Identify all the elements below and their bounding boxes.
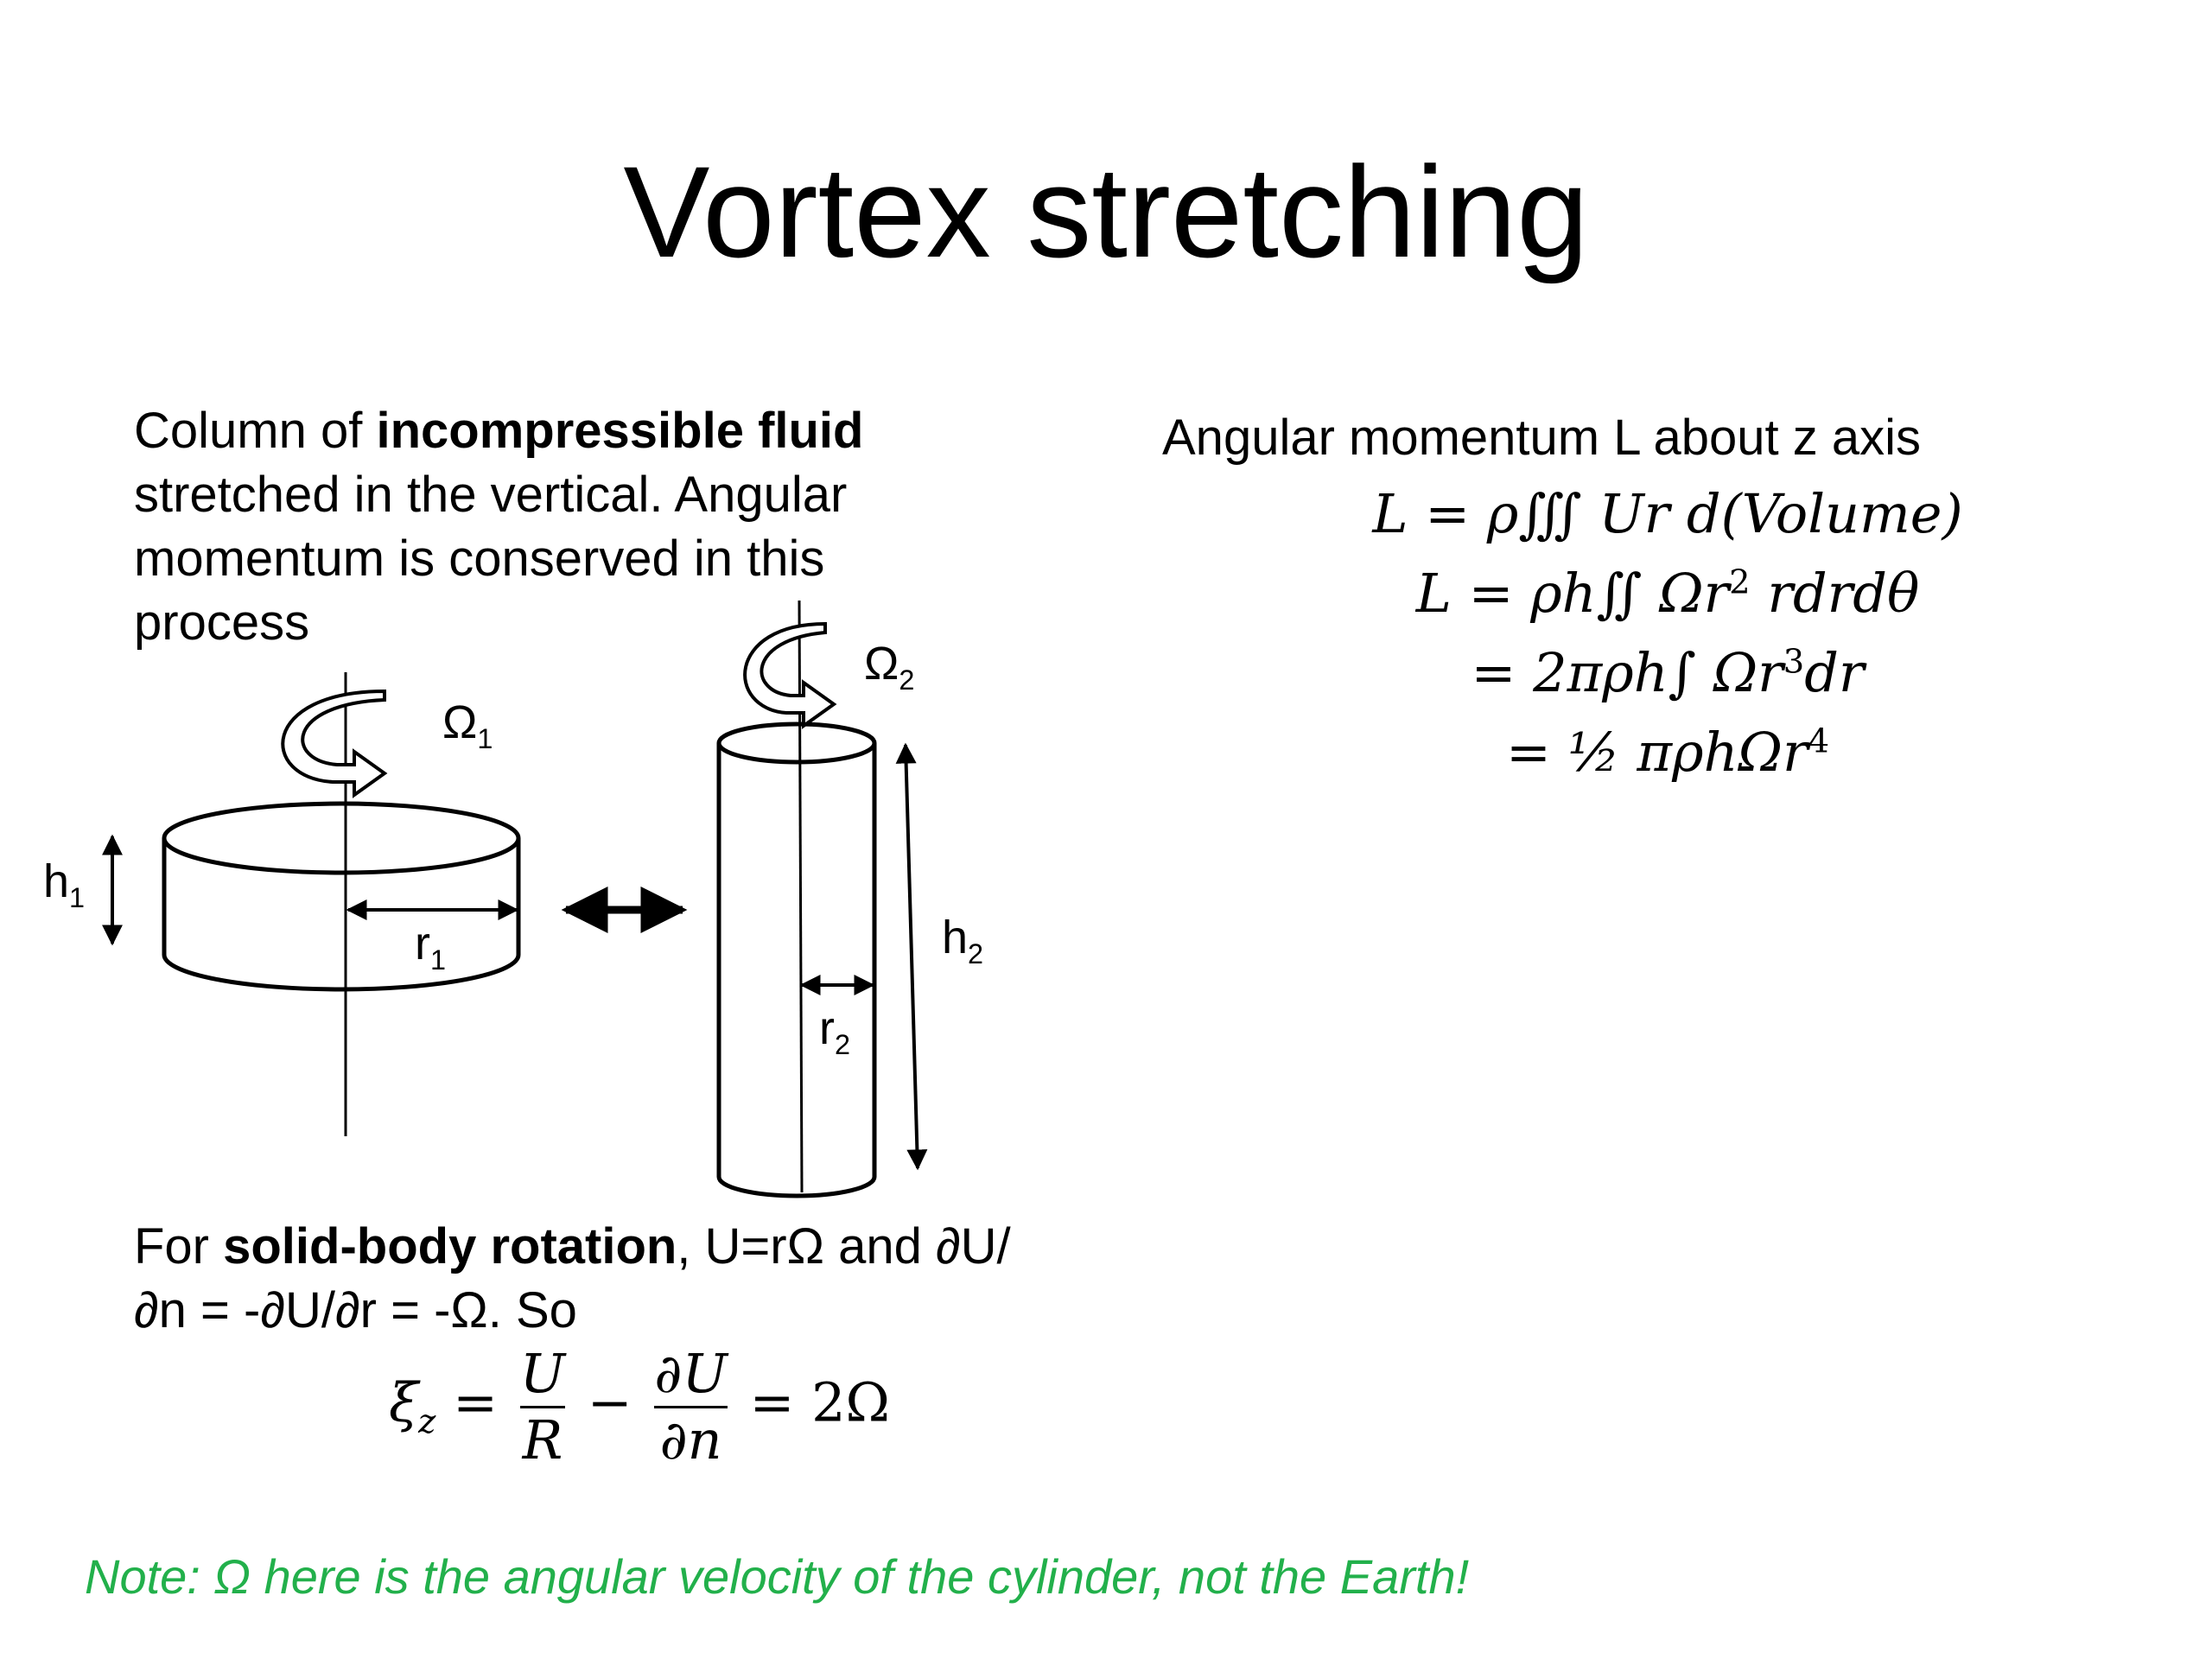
equation-1-text: L = ρ∭ Ur d(Volume) — [1372, 482, 1963, 545]
fraction-du-dn: ∂U∂n — [654, 1342, 728, 1471]
solid-body-bold: solid-body rotation — [223, 1218, 677, 1274]
h1-symbol: h — [43, 855, 70, 907]
h2-arrow — [895, 742, 928, 1171]
intro-text-1: Column of — [134, 403, 377, 459]
equation-4-main: = ½ πρhΩr — [1505, 721, 1808, 784]
equation-3-main: = 2πρh∫ Ωr — [1471, 641, 1783, 704]
xi-sub: z — [418, 1402, 436, 1442]
r1-symbol: r — [415, 918, 430, 969]
intro-paragraph: Column of incompressible fluid stretched… — [134, 399, 998, 655]
h2-symbol: h — [942, 912, 969, 963]
equation-4-exp: 4 — [1808, 721, 1830, 761]
r2-label: r2 — [819, 1002, 850, 1058]
r2-symbol: r — [819, 1002, 835, 1054]
frac1-denominator: R — [522, 1408, 563, 1471]
equation-3-tail: dr — [1804, 641, 1865, 704]
equation-3: = 2πρh∫ Ωr3dr — [1313, 639, 2022, 718]
h1-sub: 1 — [69, 881, 86, 913]
equation-2: L = ρh∬ Ωr2 rdrdθ — [1313, 559, 2022, 639]
frac1-bar — [519, 1406, 566, 1408]
solid-body-text-2: , U=rΩ and ∂U/∂n = -∂U/∂r = -Ω. So — [134, 1218, 1011, 1338]
frac2-denominator: ∂n — [659, 1408, 722, 1471]
rotation-arrow-1 — [281, 689, 388, 798]
note-text: Note: Ω here is the angular velocity of … — [85, 1549, 1470, 1604]
intro-bold: incompressible fluid — [376, 403, 864, 459]
omega2-sub: 2 — [899, 664, 915, 696]
angular-momentum-equations: L = ρ∭ Ur d(Volume) L = ρh∬ Ωr2 rdrdθ = … — [1313, 480, 2022, 798]
h1-label: h1 — [43, 855, 85, 912]
intro-text-2: stretched in the vertical. Angular momen… — [134, 467, 848, 651]
angular-momentum-heading: Angular momentum L about z axis — [1162, 410, 1921, 466]
equation-2-exp: 2 — [1729, 563, 1751, 602]
short-cylinder — [162, 801, 521, 992]
omega1-symbol: Ω — [442, 696, 478, 748]
rotation-arrow-2 — [743, 621, 837, 729]
omega2-symbol: Ω — [864, 638, 899, 690]
omega1-sub: 1 — [477, 722, 493, 754]
solid-body-paragraph: For solid-body rotation, U=rΩ and ∂U/∂n … — [134, 1215, 1050, 1343]
frac1-numerator: U — [519, 1342, 566, 1405]
omega1-label: Ω1 — [442, 696, 493, 753]
r2-sub: 2 — [834, 1028, 850, 1060]
solid-body-text-1: For — [134, 1218, 224, 1274]
r1-label: r1 — [415, 918, 446, 974]
xi-symbol: ξ — [389, 1370, 419, 1434]
h2-sub: 2 — [968, 938, 984, 969]
tall-cylinder — [716, 721, 877, 1198]
h2-label: h2 — [942, 912, 983, 968]
omega2-label: Ω2 — [864, 638, 914, 694]
equation-1: L = ρ∭ Ur d(Volume) — [1313, 480, 2022, 559]
xi-minus: − — [570, 1370, 650, 1434]
equation-3-exp: 3 — [1783, 642, 1805, 682]
equation-4: = ½ πρhΩr4 — [1313, 718, 2022, 798]
axis-line-2 — [798, 600, 804, 1193]
frac2-numerator: ∂U — [654, 1342, 728, 1405]
equation-2-tail: rdrdθ — [1750, 562, 1920, 625]
r1-sub: 1 — [429, 944, 446, 976]
xi-rhs: = 2Ω — [732, 1370, 890, 1434]
xi-equals: = — [435, 1370, 515, 1434]
slide-title: Vortex stretching — [623, 139, 1589, 284]
equation-2-main: L = ρh∬ Ωr — [1415, 562, 1730, 625]
frac2-bar — [654, 1406, 728, 1408]
